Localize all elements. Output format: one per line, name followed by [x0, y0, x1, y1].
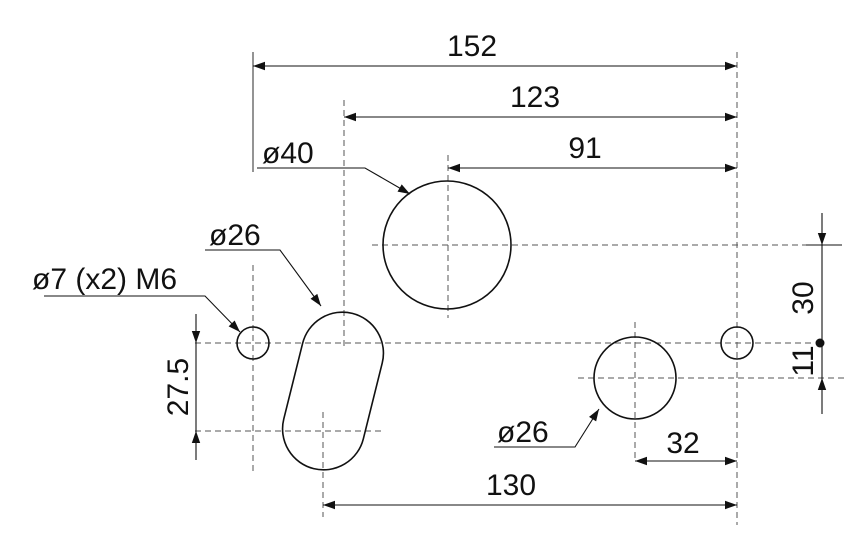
dim-text-30: 30: [787, 281, 820, 314]
dim-text-32: 32: [666, 427, 699, 460]
leader-large-hole: [257, 167, 411, 195]
datum-dot: [815, 338, 825, 348]
large-hole: [382, 180, 512, 310]
dim-text-91: 91: [568, 132, 601, 165]
center-lines: [195, 52, 845, 525]
part-outlines: [236, 180, 754, 471]
callout-mounting-holes: ø7 (x2) M6: [32, 263, 177, 296]
leader-small-hole: [494, 408, 600, 448]
extension-lines: [252, 52, 842, 246]
dim-text-130: 130: [486, 469, 536, 502]
right-mounting-hole: [720, 326, 754, 360]
callout-large-hole: ø40: [262, 137, 314, 170]
small-hole: [593, 336, 677, 420]
dimension-lines: [191, 61, 827, 510]
callout-small-hole: ø26: [497, 416, 549, 449]
dimension-texts: 152 123 91 32 130 30 11 27.5 ø40 ø26 ø7 …: [32, 30, 820, 502]
leader-mounting-holes: [44, 295, 241, 333]
dim-text-152: 152: [447, 30, 497, 63]
slot: [281, 311, 385, 471]
leader-slot: [205, 249, 322, 307]
dim-text-27-5: 27.5: [162, 358, 195, 416]
leader-lines: [44, 167, 600, 448]
left-mounting-hole: [236, 326, 270, 360]
dim-text-123: 123: [510, 81, 560, 114]
dim-text-11: 11: [787, 345, 820, 376]
callout-slot: ø26: [209, 219, 261, 252]
